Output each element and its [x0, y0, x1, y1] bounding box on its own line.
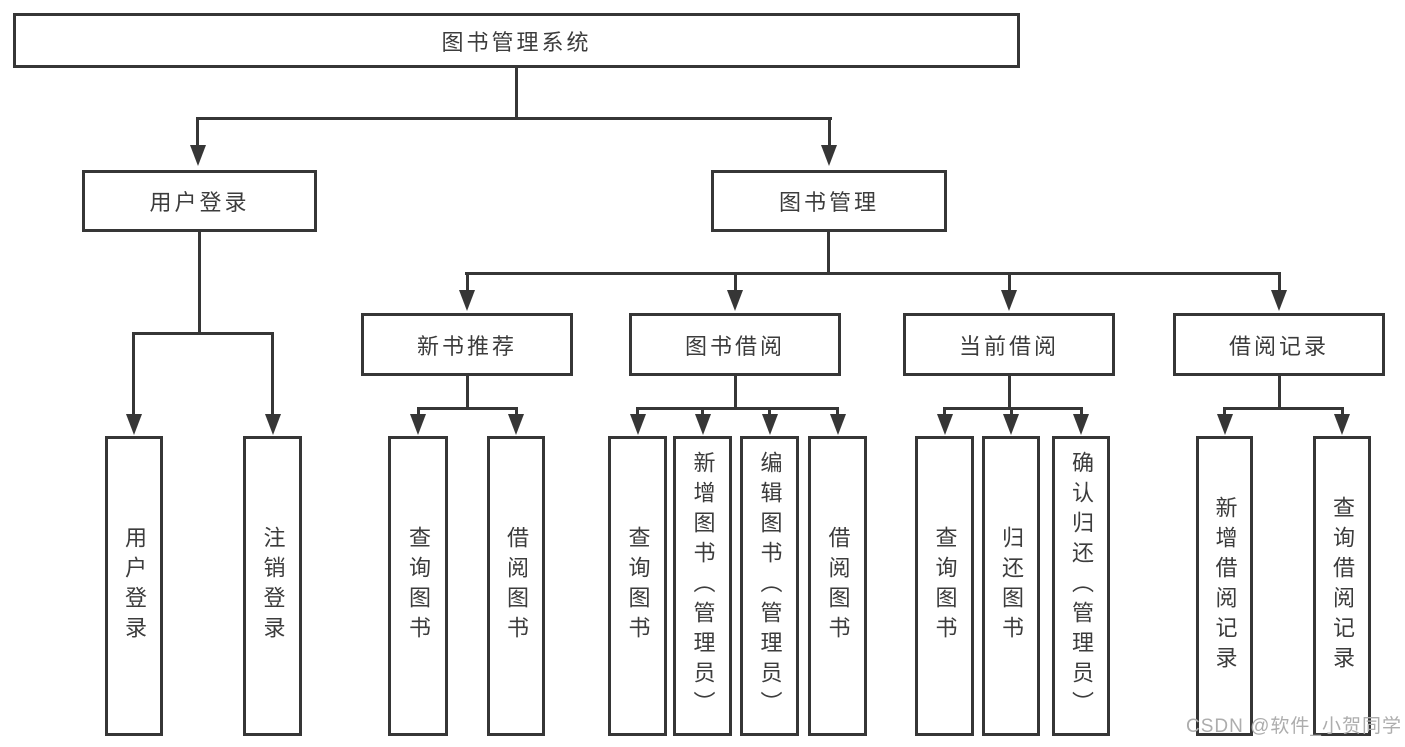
- node-user-login-leaf: 用户登录: [105, 436, 163, 736]
- arrowhead-down-icon: [508, 414, 524, 435]
- node-query-books: 查询图书: [608, 436, 667, 736]
- node-new-book-recommendation: 新书推荐: [361, 313, 573, 376]
- connector-drop: [734, 272, 737, 290]
- node-user-login: 用户登录: [82, 170, 317, 232]
- connector-drop: [1010, 407, 1013, 416]
- connector-branch: [417, 407, 518, 410]
- connector-drop: [1341, 407, 1344, 416]
- connector-stem: [198, 232, 201, 332]
- arrowhead-down-icon: [190, 145, 206, 166]
- connector-drop: [943, 407, 946, 416]
- arrowhead-down-icon: [410, 414, 426, 435]
- node-book-borrowing: 图书借阅: [629, 313, 841, 376]
- connector-drop: [1008, 272, 1011, 290]
- connector-drop: [636, 407, 639, 416]
- arrowhead-down-icon: [265, 414, 281, 435]
- connector-drop: [836, 407, 839, 416]
- csdn-watermark: CSDN @软件_小贺同学: [1186, 716, 1402, 737]
- connector-branch: [465, 272, 1281, 275]
- node-borrow-books: 借阅图书: [487, 436, 545, 736]
- arrowhead-down-icon: [1334, 414, 1350, 435]
- node-query-borrowing-record: 查询借阅记录: [1313, 436, 1371, 736]
- arrowhead-down-icon: [630, 414, 646, 435]
- connector-drop: [417, 407, 420, 416]
- node-add-borrowing-record: 新增借阅记录: [1196, 436, 1253, 736]
- connector-drop: [701, 407, 704, 416]
- node-library-management-system: 图书管理系统: [13, 13, 1020, 68]
- node-query-books: 查询图书: [915, 436, 974, 736]
- connector-drop: [271, 332, 274, 414]
- connector-stem: [466, 376, 469, 407]
- node-add-books-admin: 新增图书（管理员）: [673, 436, 732, 736]
- arrowhead-down-icon: [459, 290, 475, 311]
- connector-drop: [1278, 272, 1281, 290]
- node-confirm-return-admin: 确认归还（管理员）: [1052, 436, 1110, 736]
- node-return-books: 归还图书: [982, 436, 1040, 736]
- connector-drop: [828, 117, 831, 145]
- node-borrowing-records: 借阅记录: [1173, 313, 1385, 376]
- connector-stem: [734, 376, 737, 407]
- arrowhead-down-icon: [937, 414, 953, 435]
- connector-drop: [1223, 407, 1226, 416]
- connector-drop: [515, 407, 518, 416]
- connector-branch: [943, 407, 1083, 410]
- arrowhead-down-icon: [695, 414, 711, 435]
- arrowhead-down-icon: [830, 414, 846, 435]
- connector-stem: [1008, 376, 1011, 407]
- arrowhead-down-icon: [821, 145, 837, 166]
- connector-drop: [196, 117, 199, 145]
- connector-drop: [466, 272, 469, 290]
- connector-drop: [1080, 407, 1083, 416]
- connector-drop: [768, 407, 771, 416]
- connector-branch: [1223, 407, 1344, 410]
- connector-branch: [636, 407, 839, 410]
- node-book-management: 图书管理: [711, 170, 947, 232]
- arrowhead-down-icon: [762, 414, 778, 435]
- node-edit-books-admin: 编辑图书（管理员）: [740, 436, 799, 736]
- arrowhead-down-icon: [126, 414, 142, 435]
- node-query-books: 查询图书: [388, 436, 448, 736]
- arrowhead-down-icon: [1003, 414, 1019, 435]
- connector-root-stem: [515, 68, 518, 117]
- connector-drop: [132, 332, 135, 414]
- node-borrow-books: 借阅图书: [808, 436, 867, 736]
- arrowhead-down-icon: [1073, 414, 1089, 435]
- arrowhead-down-icon: [1271, 290, 1287, 311]
- arrowhead-down-icon: [1001, 290, 1017, 311]
- arrowhead-down-icon: [1217, 414, 1233, 435]
- arrowhead-down-icon: [727, 290, 743, 311]
- node-current-borrowing: 当前借阅: [903, 313, 1115, 376]
- connector-branch: [132, 332, 274, 335]
- connector-stem: [827, 232, 830, 272]
- node-logout: 注销登录: [243, 436, 302, 736]
- connector-stem: [1278, 376, 1281, 407]
- connector-root-branch: [196, 117, 832, 120]
